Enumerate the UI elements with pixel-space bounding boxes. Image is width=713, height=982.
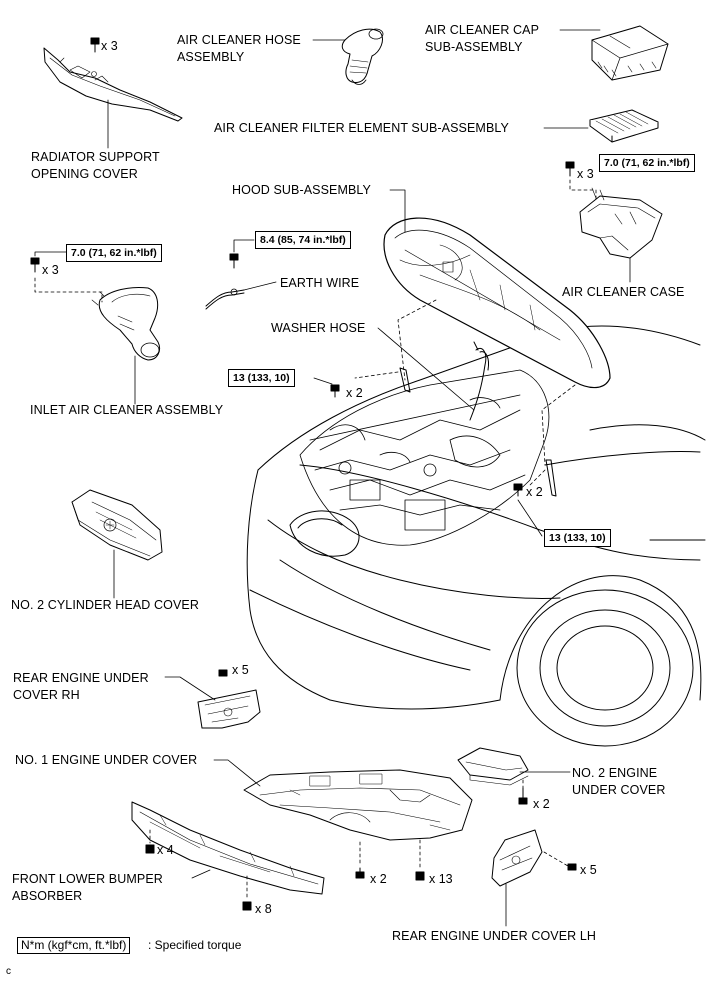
inlet-air-cleaner xyxy=(91,287,161,361)
label-air-cleaner-case: AIR CLEANER CASE xyxy=(562,285,685,299)
no2-under-bolt-icon xyxy=(518,787,528,805)
label-cylinder-head-cover: NO. 2 CYLINDER HEAD COVER xyxy=(11,598,199,612)
front-lower-bumper-absorber xyxy=(131,801,325,895)
radiator-cover-bolt-icon xyxy=(90,37,100,53)
air-cleaner-cap xyxy=(591,25,669,81)
radiator-support-opening-cover xyxy=(43,47,183,122)
no1-under-bolt-qty: x 2 xyxy=(370,872,387,886)
label-rear-under-cover-rh-1: REAR ENGINE UNDER xyxy=(13,671,149,685)
figure-code: c xyxy=(6,966,11,977)
label-no1-under-cover: NO. 1 ENGINE UNDER COVER xyxy=(15,753,198,767)
label-earth-wire: EARTH WIRE xyxy=(280,276,360,290)
bumper-bottom-clip-icon xyxy=(242,901,252,911)
air-cleaner-filter xyxy=(589,109,659,143)
earth-wire-torque-line xyxy=(233,239,255,253)
label-hood: HOOD SUB-ASSEMBLY xyxy=(232,183,371,197)
legend-torque-unit: N*m (kgf*cm, ft.*lbf) xyxy=(17,937,131,954)
radiator-cover-bolt-qty: x 3 xyxy=(101,39,118,53)
label-air-cleaner-hose-2: ASSEMBLY xyxy=(177,50,245,64)
no1-under-bolt-icon xyxy=(355,867,365,879)
rear-lh-dashed xyxy=(543,851,569,867)
no2-under-bolt-qty: x 2 xyxy=(533,797,550,811)
hood-left-bolt-qty: x 2 xyxy=(346,386,363,400)
label-front-lower-bumper-2: ABSORBER xyxy=(12,889,83,903)
label-rear-under-cover-lh: REAR ENGINE UNDER COVER LH xyxy=(392,929,597,943)
air-cleaner-case-bolt-qty: x 3 xyxy=(577,167,594,181)
earth-wire xyxy=(205,288,245,310)
washer-hose xyxy=(469,341,489,421)
rear-lh-clip-qty: x 5 xyxy=(580,863,597,877)
hood-right-torque-line xyxy=(517,499,543,537)
torque-inlet-air-cleaner: 7.0 (71, 62 in.*lbf) xyxy=(66,244,162,262)
hood-left-torque-line xyxy=(313,377,333,385)
hood-connection-lines xyxy=(354,299,576,486)
label-no2-under-cover-2: UNDER COVER xyxy=(572,783,666,797)
rear-under-cover-lh xyxy=(491,829,543,887)
air-cleaner-case-bolt-icon xyxy=(565,161,575,177)
rear-rh-leader xyxy=(164,676,216,701)
no1-under-clip-icon xyxy=(415,871,425,881)
bumper-bottom-clip-qty: x 8 xyxy=(255,902,272,916)
hood-right-bolt-icon xyxy=(513,483,523,497)
no2-engine-under-cover xyxy=(457,747,529,786)
bumper-left-clip-icon xyxy=(145,844,155,854)
label-inlet-air-cleaner: INLET AIR CLEANER ASSEMBLY xyxy=(30,403,224,417)
torque-hood-left: 13 (133, 10) xyxy=(228,369,295,387)
inlet-dashed xyxy=(34,277,103,303)
label-rear-under-cover-rh-2: COVER RH xyxy=(13,688,80,702)
no1-under-leader xyxy=(213,759,261,787)
label-radiator-support-cover-1: RADIATOR SUPPORT xyxy=(31,150,160,164)
earth-wire-leader xyxy=(243,281,277,291)
legend-torque-text: : Specified torque xyxy=(148,938,242,952)
label-no2-under-cover-1: NO. 2 ENGINE xyxy=(572,766,658,780)
hood-sub-assembly xyxy=(383,217,611,389)
no1-engine-under-cover xyxy=(243,769,473,841)
air-cleaner-case-dashed xyxy=(569,179,597,201)
label-air-cleaner-cap-1: AIR CLEANER CAP xyxy=(425,23,540,37)
engine-bay xyxy=(299,369,550,546)
label-air-cleaner-hose-1: AIR CLEANER HOSE xyxy=(177,33,301,47)
label-radiator-support-cover-2: OPENING COVER xyxy=(31,167,138,181)
torque-hood-right: 13 (133, 10) xyxy=(544,529,611,547)
hood-hinges xyxy=(399,367,557,497)
inlet-torque-line xyxy=(34,251,67,257)
label-front-lower-bumper-1: FRONT LOWER BUMPER xyxy=(12,872,163,886)
inlet-bolt-icon xyxy=(30,257,40,273)
hood-right-bolt-qty: x 2 xyxy=(526,485,543,499)
rear-rh-clip-icon xyxy=(218,669,228,677)
label-air-cleaner-cap-2: SUB-ASSEMBLY xyxy=(425,40,523,54)
earth-wire-bolt-icon xyxy=(229,253,239,269)
bumper-leader xyxy=(191,869,211,879)
air-cleaner-case xyxy=(579,187,663,259)
hood-leader xyxy=(389,189,406,233)
rear-under-cover-rh xyxy=(197,689,261,729)
label-air-cleaner-filter: AIR CLEANER FILTER ELEMENT SUB-ASSEMBLY xyxy=(214,121,509,135)
inlet-bolt-qty: x 3 xyxy=(42,263,59,277)
bumper-left-clip-qty: x 4 xyxy=(157,843,174,857)
torque-air-cleaner-case: 7.0 (71, 62 in.*lbf) xyxy=(599,154,695,172)
air-cleaner-hose xyxy=(341,28,384,85)
torque-earth-wire: 8.4 (85, 74 in.*lbf) xyxy=(255,231,351,249)
label-washer-hose: WASHER HOSE xyxy=(271,321,366,335)
hood-left-bolt-icon xyxy=(330,384,340,398)
rear-rh-clip-qty: x 5 xyxy=(232,663,249,677)
rear-lh-clip-icon xyxy=(567,863,577,871)
vehicle-front-outline xyxy=(246,325,706,747)
cylinder-head-cover xyxy=(71,489,163,561)
washer-hose-leader xyxy=(377,327,475,411)
no1-under-clip-qty: x 13 xyxy=(429,872,453,886)
